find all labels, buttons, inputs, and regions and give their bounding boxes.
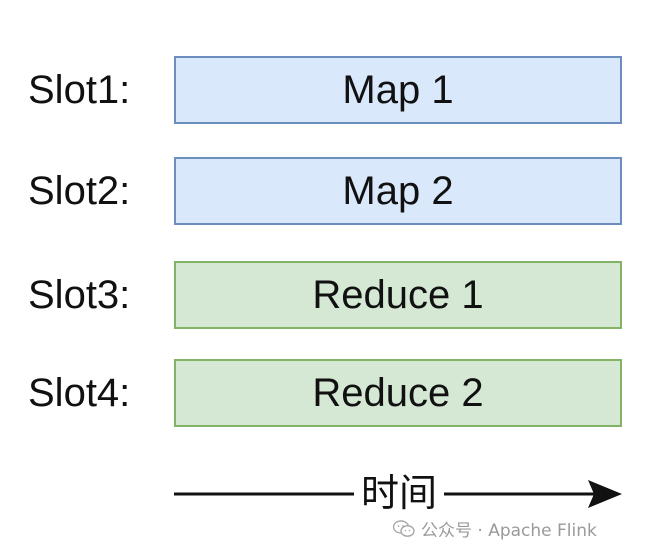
slot-label-4: Slot4: — [28, 371, 131, 415]
task-box-reduce-2: Reduce 2 — [174, 359, 622, 427]
task-box-reduce-1: Reduce 1 — [174, 261, 622, 329]
task-box-map-2: Map 2 — [174, 157, 622, 225]
task-label-reduce-1: Reduce 1 — [312, 272, 484, 317]
time-arrow-head — [588, 480, 622, 508]
task-label-map-1: Map 1 — [342, 67, 454, 112]
slot-label-1: Slot1: — [28, 68, 131, 112]
slot-label-2: Slot2: — [28, 169, 131, 213]
task-label-map-2: Map 2 — [342, 168, 454, 213]
task-label-reduce-2: Reduce 2 — [312, 370, 484, 415]
time-axis: 时间 — [174, 468, 624, 518]
task-box-map-1: Map 1 — [174, 56, 622, 124]
watermark-text: 公众号 · Apache Flink — [421, 521, 597, 541]
slot-label-3: Slot3: — [28, 273, 131, 317]
watermark: 公众号 · Apache Flink — [393, 516, 597, 541]
wechat-icon — [393, 519, 415, 537]
time-label: 时间 — [354, 468, 444, 518]
